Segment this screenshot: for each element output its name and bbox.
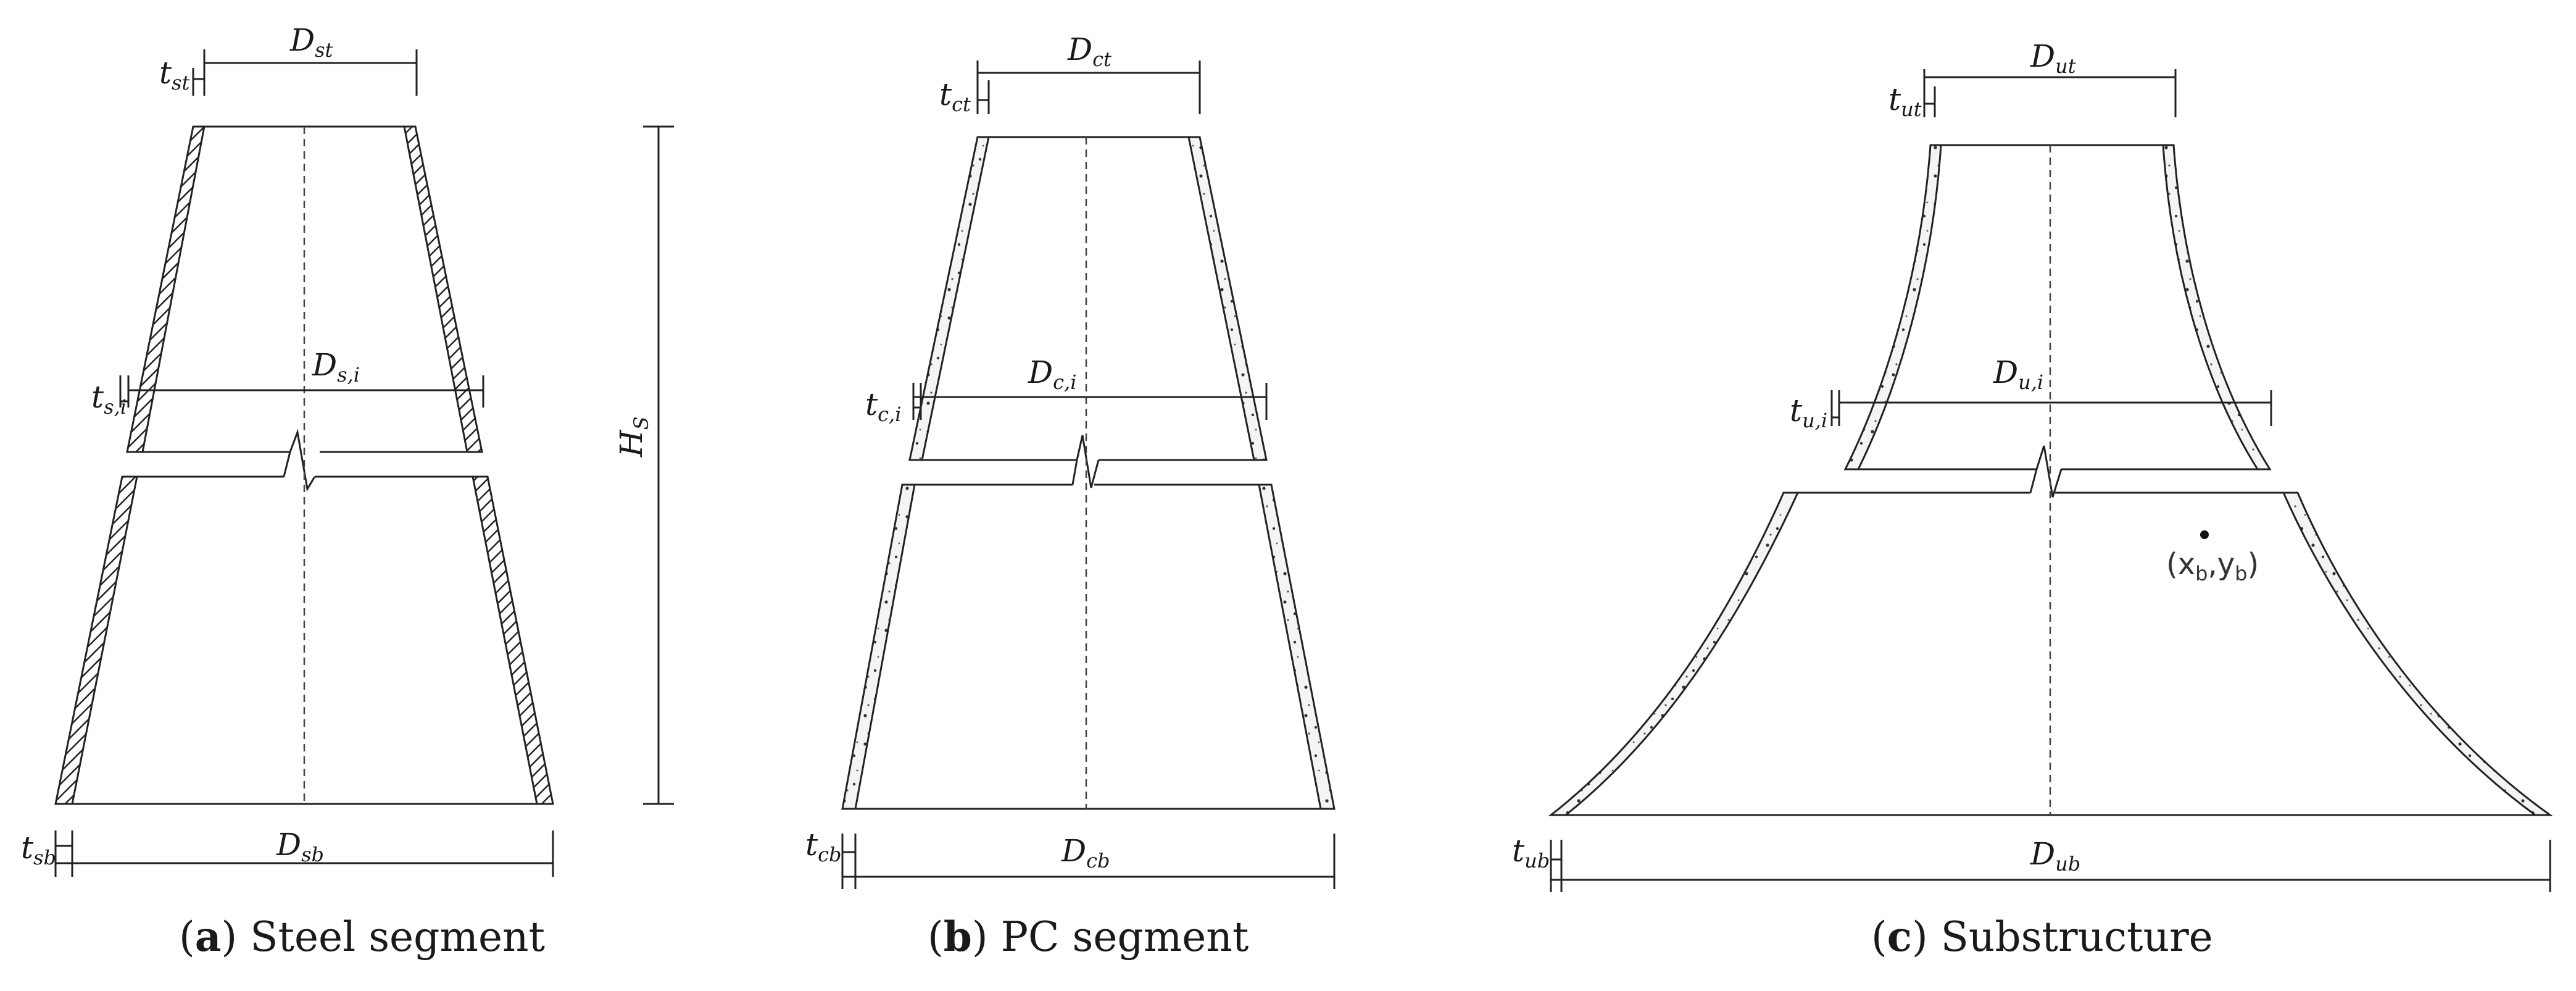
- pc-lower-left-wall: [841, 483, 916, 810]
- steel-lower-left-wall: [54, 475, 138, 805]
- label-d-sb: Dsb: [276, 827, 324, 866]
- label-d-ub: Dub: [2030, 836, 2080, 876]
- label-t-sb: tsb: [21, 830, 56, 869]
- steel-upper-left-wall: [126, 125, 206, 453]
- label-t-ub: tub: [1512, 833, 1550, 872]
- label-h-s: HS: [613, 416, 653, 458]
- caption-a: (a) Steel segment: [179, 913, 545, 961]
- label-t-u-i: tu,i: [1790, 393, 1827, 432]
- reference-point: [2200, 530, 2209, 539]
- panel-steel-segment: [54, 49, 674, 877]
- label-d-ut: Dut: [2030, 38, 2076, 78]
- sub-break-symbol: [2035, 445, 2063, 498]
- label-t-ut: tut: [1888, 82, 1922, 121]
- panel-pc-segment: [841, 61, 1336, 889]
- label-d-st: Dst: [289, 22, 333, 62]
- label-t-cb: tcb: [805, 827, 842, 866]
- steel-upper-right-wall: [403, 125, 483, 453]
- pc-break-symbol: [1076, 435, 1100, 488]
- label-d-c-i: Dc,i: [1028, 354, 1076, 394]
- caption-c: (c) Substructure: [1871, 913, 2213, 961]
- label-d-u-i: Du,i: [1993, 354, 2043, 394]
- steel-break-symbol: [289, 429, 316, 492]
- pc-upper-right-wall: [1187, 136, 1268, 461]
- steel-lower-right-wall: [472, 475, 554, 805]
- label-t-st: tst: [159, 55, 190, 94]
- pc-lower-right-wall: [1258, 483, 1336, 810]
- sub-lower-left-wall: [1548, 491, 1800, 816]
- sub-upper-right-wall: [2162, 144, 2272, 470]
- label-d-s-i: Ds,i: [312, 347, 360, 387]
- label-t-ct: tct: [939, 77, 971, 116]
- sub-upper-left-wall: [1843, 144, 1942, 470]
- sub-lower-right-wall: [2282, 491, 2553, 816]
- caption-b: (b) PC segment: [928, 913, 1249, 961]
- label-d-ct: Dct: [1067, 31, 1111, 71]
- label-d-cb: Dcb: [1061, 833, 1110, 872]
- label-t-c-i: tc,i: [865, 387, 901, 426]
- panel-substructure: [1548, 69, 2553, 892]
- label-point-xb-yb: (xb,yb): [2166, 547, 2259, 585]
- label-t-s-i: ts,i: [91, 379, 127, 419]
